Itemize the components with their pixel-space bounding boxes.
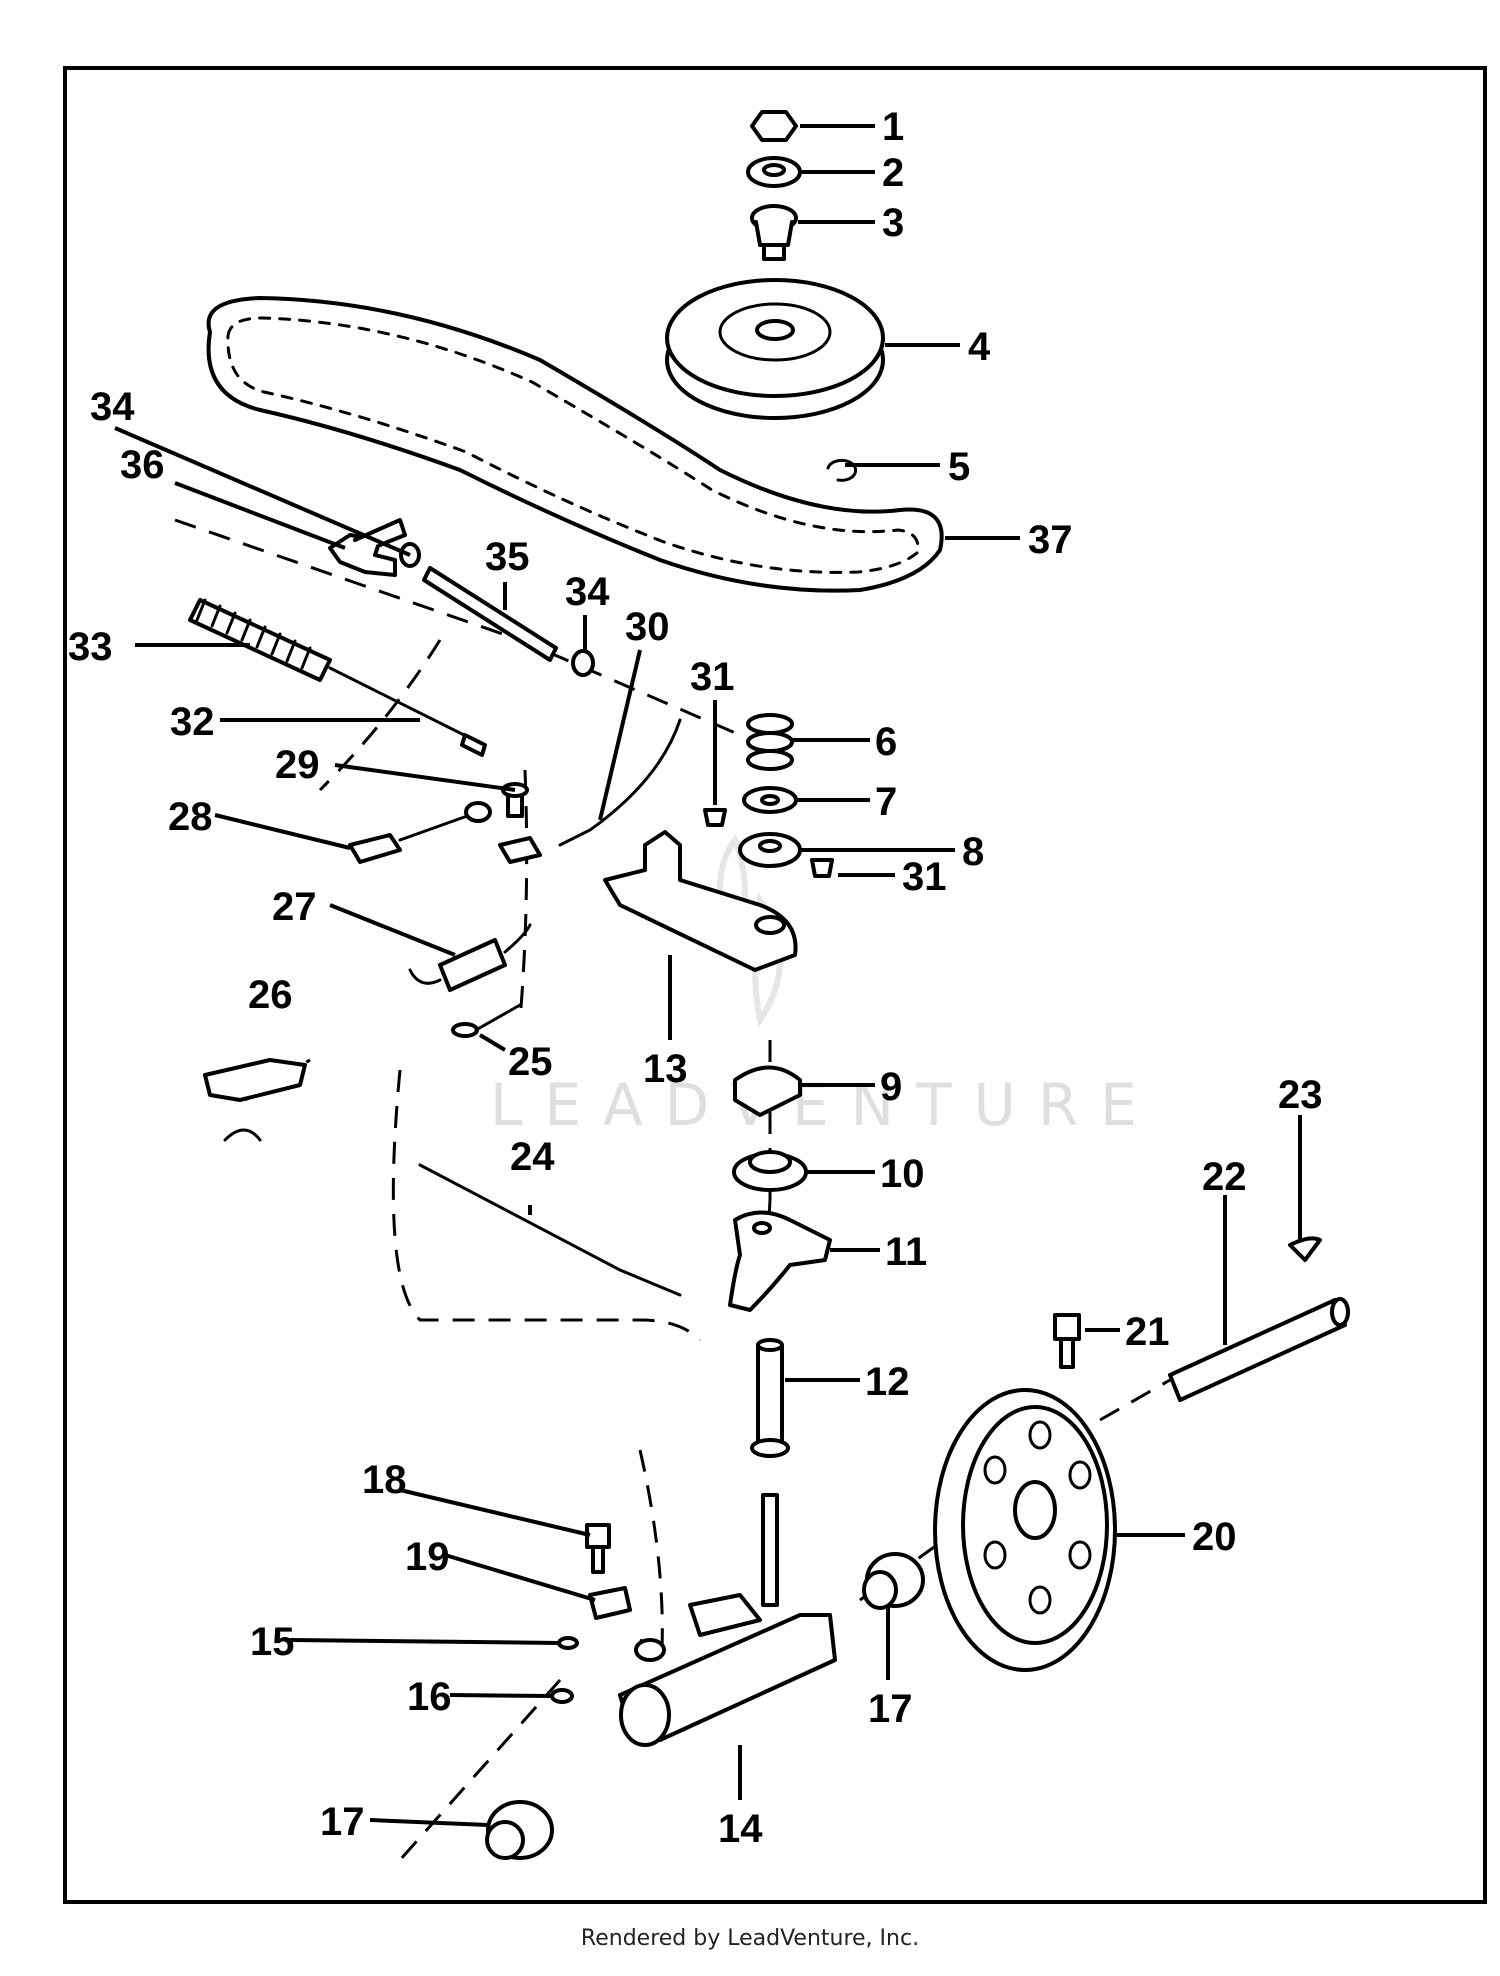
callouts: 1 2 3 4 5 6 7 8 9 10 11 12 13 14 15 16 1…: [68, 105, 1323, 1851]
callout-17b: 17: [320, 1800, 365, 1844]
part-13-bracket: [603, 830, 798, 972]
part-4-pulley: [665, 278, 885, 420]
diagram-frame: [63, 66, 1487, 1904]
watermark-text: LEADVENTURE: [490, 1071, 1159, 1139]
callout-34b: 34: [565, 570, 610, 614]
callout-16: 16: [407, 1675, 452, 1719]
callout-36: 36: [120, 443, 165, 487]
callout-28: 28: [168, 795, 213, 839]
callout-19: 19: [405, 1535, 450, 1579]
callout-10: 10: [880, 1152, 925, 1196]
part-18-bolt: [585, 1523, 611, 1574]
part-34b-washer: [571, 649, 595, 677]
callout-20: 20: [1192, 1515, 1237, 1559]
part-31b-screw: [810, 858, 834, 878]
part-16-pin: [550, 1688, 574, 1704]
callout-34: 34: [90, 385, 135, 429]
leader-lines: [114, 124, 1302, 1827]
callout-24: 24: [510, 1135, 555, 1179]
callout-31: 31: [690, 655, 735, 699]
part-3-bushing: [750, 204, 798, 261]
callout-18: 18: [362, 1458, 407, 1502]
callout-12: 12: [865, 1360, 910, 1404]
part-9-cam: [733, 1065, 802, 1117]
part-1-nut: [750, 110, 798, 142]
callout-3: 3: [882, 201, 904, 245]
callout-23: 23: [1278, 1073, 1323, 1117]
callout-15: 15: [250, 1620, 295, 1664]
callout-7: 7: [875, 780, 897, 824]
part-10-gear: [732, 1150, 808, 1192]
callout-22: 22: [1202, 1155, 1247, 1199]
part-28-link: [348, 801, 492, 864]
callout-2: 2: [882, 151, 904, 195]
callout-25: 25: [508, 1040, 553, 1084]
callout-4: 4: [968, 325, 991, 369]
callout-27: 27: [272, 885, 317, 929]
part-25-pin: [451, 1003, 522, 1038]
callout-11: 11: [885, 1230, 927, 1274]
callout-1: 1: [882, 105, 904, 149]
footer-credit: Rendered by LeadVenture, Inc.: [580, 1926, 920, 1951]
callout-13: 13: [643, 1047, 688, 1091]
callout-29: 29: [275, 743, 320, 787]
part-12-shaft: [750, 1338, 790, 1607]
part-14-housing: [618, 1593, 837, 1747]
part-30-cable: [498, 718, 682, 864]
part-31-screw: [703, 808, 727, 827]
part-37-belt: [206, 296, 944, 593]
callout-30: 30: [625, 605, 670, 649]
callout-33: 33: [68, 625, 113, 669]
callout-8: 8: [962, 830, 984, 874]
part-26-bracket: [203, 1058, 307, 1142]
part-24-cable: [418, 1163, 682, 1297]
part-20-wheel: [933, 1388, 1117, 1672]
watermark: LEADVENTURE: [490, 833, 1159, 1139]
part-6-spring: [746, 713, 794, 771]
part-7-washer: [742, 786, 798, 814]
part-32-cable: [328, 666, 487, 757]
callout-32: 32: [170, 700, 215, 744]
part-19-bracket: [588, 1586, 632, 1620]
callout-21: 21: [1125, 1310, 1170, 1354]
callout-35: 35: [485, 535, 530, 579]
part-23-key: [1288, 1236, 1322, 1262]
callout-31b: 31: [902, 855, 947, 899]
part-35-rod: [422, 566, 558, 662]
part-33-spring: [188, 598, 332, 682]
callout-14: 14: [718, 1807, 763, 1851]
callout-6: 6: [875, 720, 897, 764]
part-11-lever: [728, 1210, 832, 1312]
part-2-washer: [746, 156, 802, 188]
callout-9: 9: [880, 1065, 902, 1109]
part-8-washer: [738, 832, 802, 868]
callout-17: 17: [868, 1687, 913, 1731]
part-17-bushing: [862, 1552, 925, 1610]
part-17b-bushing: [485, 1800, 554, 1860]
callout-5: 5: [948, 445, 970, 489]
callout-37: 37: [1028, 518, 1073, 562]
part-21-bolt: [1053, 1313, 1081, 1369]
part-27-spring: [408, 923, 532, 992]
part-22-axle: [1168, 1297, 1350, 1402]
callout-26: 26: [248, 973, 293, 1017]
part-15-washer: [557, 1636, 579, 1650]
